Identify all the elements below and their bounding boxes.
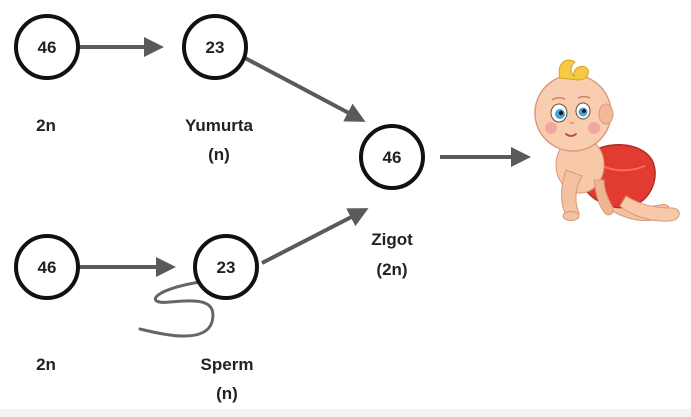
label-sperm-ploidy: (n) bbox=[216, 384, 238, 403]
node-zygote-value: 46 bbox=[383, 148, 402, 167]
arrows bbox=[79, 37, 531, 277]
node-egg-value: 23 bbox=[206, 38, 225, 57]
sperm-tail bbox=[138, 280, 215, 338]
node-parent-top: 46 bbox=[14, 14, 80, 80]
node-sperm: 23 bbox=[193, 234, 259, 300]
label-zygote-name: Zigot bbox=[371, 230, 413, 249]
label-egg-name: Yumurta bbox=[185, 116, 254, 135]
arrow-egg-to-zygote bbox=[244, 56, 366, 122]
node-sperm-value: 23 bbox=[217, 258, 236, 277]
node-zygote: 46 bbox=[359, 124, 425, 190]
node-parent-top-value: 46 bbox=[38, 38, 57, 57]
node-egg: 23 bbox=[182, 14, 248, 80]
label-egg-ploidy: (n) bbox=[208, 145, 230, 164]
bottom-edge bbox=[0, 409, 691, 417]
baby-icon bbox=[534, 59, 680, 222]
node-parent-bottom-value: 46 bbox=[38, 258, 57, 277]
node-parent-bottom: 46 bbox=[14, 234, 80, 300]
label-zygote-ploidy: (2n) bbox=[376, 260, 407, 279]
label-parent-top-ploidy: 2n bbox=[36, 116, 56, 135]
arrow-sperm-to-zygote bbox=[261, 208, 369, 265]
label-sperm-name: Sperm bbox=[201, 355, 254, 374]
label-parent-bottom-ploidy: 2n bbox=[36, 355, 56, 374]
